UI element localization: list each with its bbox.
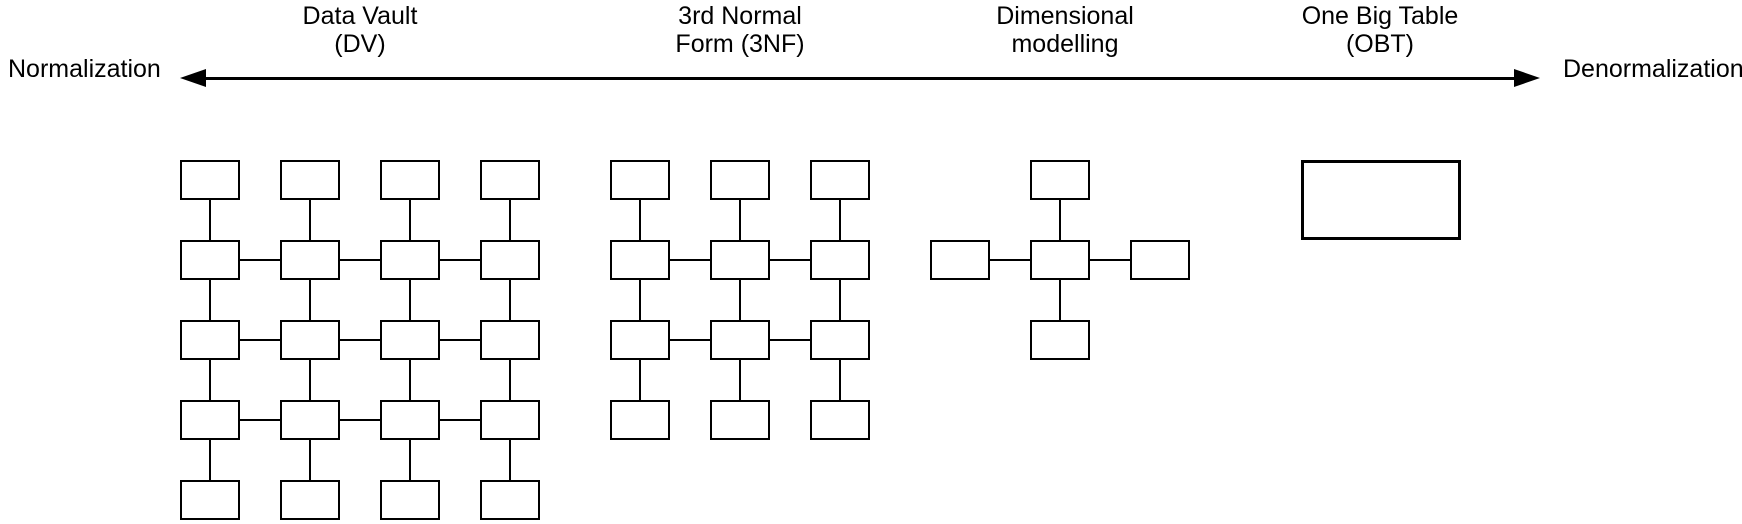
label-line-1: Data Vault: [302, 2, 418, 30]
relationship-line: [639, 180, 641, 260]
label-line-2: (DV): [334, 30, 386, 58]
axis-arrowhead-right-icon: [1514, 69, 1540, 87]
relationship-line: [310, 339, 410, 341]
label-line-2: (OBT): [1345, 30, 1415, 58]
relationship-line: [209, 260, 211, 340]
one-big-table-box: [1301, 160, 1461, 240]
relationship-line: [640, 259, 740, 261]
dimension-table-box: [930, 240, 990, 280]
entity-box: [810, 320, 870, 360]
entity-box: [810, 400, 870, 440]
entity-box: [280, 240, 340, 280]
entity-box: [380, 320, 440, 360]
relationship-line: [839, 340, 841, 420]
entity-box: [180, 160, 240, 200]
relationship-line: [740, 339, 840, 341]
axis-arrowhead-left-icon: [180, 69, 206, 87]
relationship-line: [739, 180, 741, 260]
entity-box: [380, 160, 440, 200]
relationship-line: [409, 340, 411, 420]
dimension-table-box: [1030, 320, 1090, 360]
relationship-line: [509, 180, 511, 260]
entity-box: [380, 400, 440, 440]
relationship-line: [1060, 259, 1160, 261]
relationship-line: [839, 260, 841, 340]
relationship-line: [739, 260, 741, 340]
relationship-line: [310, 259, 410, 261]
relationship-line: [209, 420, 211, 500]
entity-box: [480, 400, 540, 440]
approach-label-obt: One Big Table (OBT): [1302, 2, 1459, 58]
entity-box: [610, 240, 670, 280]
relationship-line: [210, 259, 310, 261]
relationship-line: [410, 419, 510, 421]
entity-box: [180, 320, 240, 360]
entity-box: [280, 480, 340, 520]
axis-arrow-shaft: [198, 77, 1522, 80]
relationship-line: [409, 420, 411, 500]
approach-label-3nf: 3rd Normal Form (3NF): [675, 2, 804, 58]
relationship-line: [960, 259, 1060, 261]
relationship-line: [210, 419, 310, 421]
entity-box: [380, 240, 440, 280]
entity-box: [710, 400, 770, 440]
entity-box: [710, 240, 770, 280]
entity-box: [610, 400, 670, 440]
label-line-1: 3rd Normal: [678, 2, 802, 30]
entity-box: [610, 160, 670, 200]
entity-box: [280, 320, 340, 360]
axis-label-denormalization: Denormalization: [1563, 55, 1742, 83]
approach-label-data-vault: Data Vault (DV): [303, 2, 418, 58]
relationship-line: [509, 420, 511, 500]
entity-box: [480, 320, 540, 360]
approach-label-dimensional: Dimensional modelling: [996, 2, 1134, 58]
relationship-line: [639, 340, 641, 420]
relationship-line: [409, 260, 411, 340]
label-line-1: Dimensional: [996, 2, 1134, 30]
entity-box: [610, 320, 670, 360]
entity-box: [810, 160, 870, 200]
entity-box: [480, 160, 540, 200]
label-line-2: Form (3NF): [675, 30, 805, 58]
relationship-line: [209, 180, 211, 260]
relationship-line: [409, 180, 411, 260]
dimension-table-box: [1130, 240, 1190, 280]
entity-box: [180, 480, 240, 520]
relationship-line: [640, 339, 740, 341]
relationship-line: [740, 259, 840, 261]
axis-label-normalization: Normalization: [8, 55, 161, 83]
entity-box: [480, 240, 540, 280]
relationship-line: [309, 180, 311, 260]
fact-table-box: [1030, 240, 1090, 280]
relationship-line: [410, 339, 510, 341]
relationship-line: [509, 260, 511, 340]
entity-box: [710, 160, 770, 200]
relationship-line: [410, 259, 510, 261]
label-line-2: modelling: [1011, 30, 1119, 58]
relationship-line: [509, 340, 511, 420]
relationship-line: [1059, 260, 1061, 340]
relationship-line: [1059, 180, 1061, 260]
entity-box: [710, 320, 770, 360]
label-line-1: One Big Table: [1301, 2, 1459, 30]
relationship-line: [839, 180, 841, 260]
entity-box: [480, 480, 540, 520]
entity-box: [810, 240, 870, 280]
relationship-line: [309, 420, 311, 500]
relationship-line: [309, 260, 311, 340]
entity-box: [280, 160, 340, 200]
relationship-line: [639, 260, 641, 340]
entity-box: [280, 400, 340, 440]
entity-box: [180, 400, 240, 440]
relationship-line: [310, 419, 410, 421]
relationship-line: [739, 340, 741, 420]
relationship-line: [210, 339, 310, 341]
entity-box: [380, 480, 440, 520]
relationship-line: [309, 340, 311, 420]
dimension-table-box: [1030, 160, 1090, 200]
entity-box: [180, 240, 240, 280]
relationship-line: [209, 340, 211, 420]
